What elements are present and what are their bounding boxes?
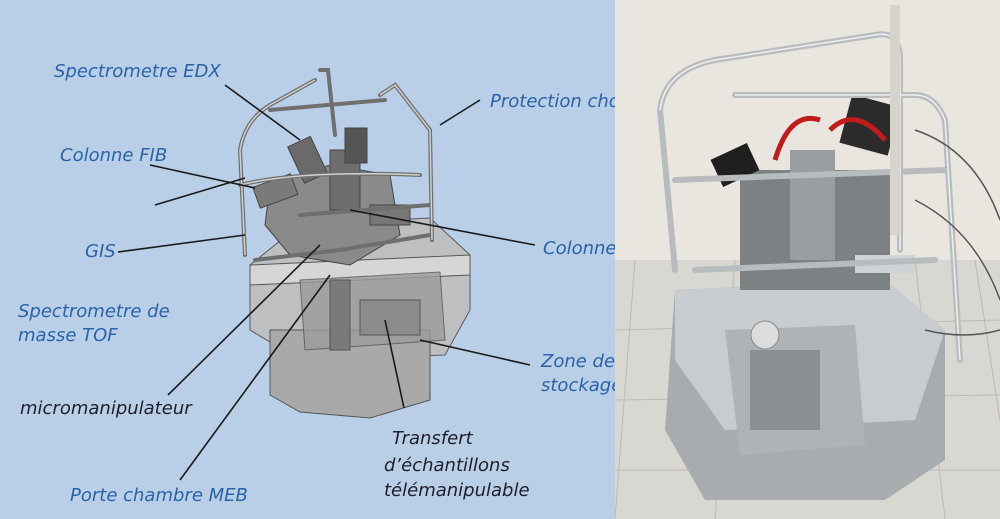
label-porte-chambre: Porte chambre MEB — [70, 485, 248, 506]
cad-drawing — [117, 68, 536, 481]
leader-gis — [117, 234, 246, 253]
leader-micro — [167, 244, 321, 396]
leader-meb — [349, 209, 536, 246]
leader-protection — [439, 99, 481, 126]
leader-edx — [224, 84, 301, 141]
leader-zone — [419, 339, 531, 366]
label-tof-line1: Spectrometre de — [18, 301, 170, 322]
label-zone-line2: stockage — [541, 375, 623, 396]
leader-porte — [179, 274, 331, 481]
label-transfert-line2: d’échantillons — [384, 455, 510, 476]
label-transfert-line1: Transfert — [392, 428, 473, 449]
label-gis: GIS — [85, 241, 116, 262]
label-fib: Colonne FIB — [60, 145, 168, 166]
leader-transfert — [384, 319, 405, 409]
leader-fib-a — [149, 164, 256, 189]
protection-frame-highlight — [239, 79, 433, 256]
label-zone-line1: Zone de — [541, 351, 616, 372]
label-tof-line2: masse TOF — [18, 325, 118, 346]
leader-fib-b — [154, 177, 246, 206]
leader-lines — [117, 84, 536, 481]
chamber — [252, 127, 411, 266]
label-transfert-line3: télémanipulable — [384, 480, 530, 501]
cad-diagram-panel: Spectrometre EDX Protection chocs Colonn… — [18, 61, 662, 506]
label-edx: Spectrometre EDX — [54, 61, 221, 82]
label-micromanipulateur: micromanipulateur — [20, 398, 192, 419]
label-protection: Protection chocs — [490, 91, 640, 112]
instrument-photo — [615, 0, 1000, 519]
photo-drawing — [615, 0, 1000, 519]
